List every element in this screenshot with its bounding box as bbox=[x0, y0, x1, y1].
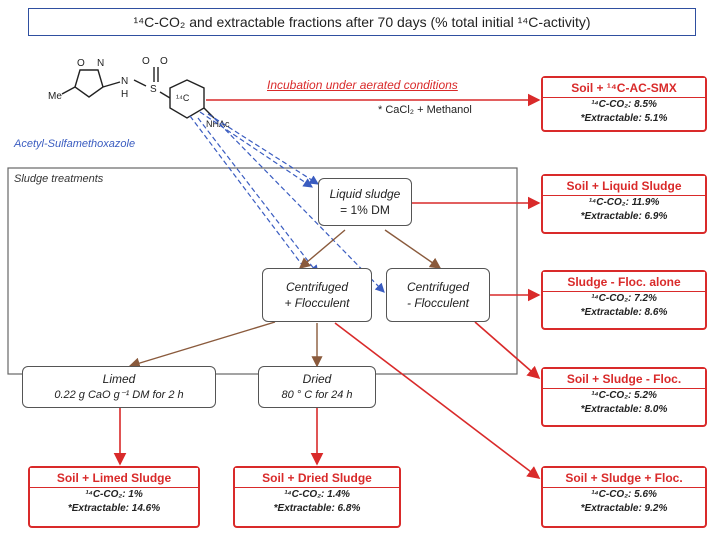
node-centrifuged-minus-flocculent: Centrifuged - Flocculent bbox=[386, 268, 490, 322]
result-header: Soil + Liquid Sludge bbox=[543, 176, 705, 196]
result-sludge-floc-alone: Sludge - Floc. alone ¹⁴C-CO₂: 7.2% *Extr… bbox=[541, 270, 707, 330]
result-header: Soil + Sludge + Floc. bbox=[543, 468, 705, 488]
atom-o1: O bbox=[142, 56, 150, 67]
node-cent-plus-line1: Centrifuged bbox=[285, 280, 349, 294]
incubation-note: * CaCl₂ + Methanol bbox=[378, 104, 472, 116]
result-header: Soil + ¹⁴C-AC-SMX bbox=[543, 78, 705, 98]
node-dried-line1: Dried bbox=[302, 372, 332, 386]
result-soil-sludge-plus-floc: Soil + Sludge + Floc. ¹⁴C-CO₂: 5.6% *Ext… bbox=[541, 466, 707, 528]
result-soil-sludge-minus-floc: Soil + Sludge - Floc. ¹⁴C-CO₂: 5.2% *Ext… bbox=[541, 367, 707, 427]
result-extractable: *Extractable: 6.8% bbox=[273, 503, 361, 514]
atom-nh-n: N bbox=[121, 76, 128, 87]
result-soil-limed-sludge: Soil + Limed Sludge ¹⁴C-CO₂: 1% *Extract… bbox=[28, 466, 200, 528]
result-co2: ¹⁴C-CO₂: 5.6% bbox=[591, 489, 657, 500]
result-header: Soil + Sludge - Floc. bbox=[543, 369, 705, 389]
sludge-treatments-label: Sludge treatments bbox=[14, 173, 104, 185]
atom-o: O bbox=[77, 58, 85, 69]
result-header: Soil + Dried Sludge bbox=[235, 468, 399, 488]
node-limed-line2: 0.22 g CaO g⁻¹ DM for 2 h bbox=[54, 389, 184, 401]
result-co2: ¹⁴C-CO₂: 5.2% bbox=[591, 390, 657, 401]
node-cent-minus-line2: - Flocculent bbox=[406, 296, 470, 310]
result-co2: ¹⁴C-CO₂: 11.9% bbox=[588, 197, 660, 208]
node-liquid-sludge-line2: = 1% DM bbox=[340, 203, 390, 217]
node-limed: Limed 0.22 g CaO g⁻¹ DM for 2 h bbox=[22, 366, 216, 408]
result-extractable: *Extractable: 8.6% bbox=[580, 307, 668, 318]
incubation-label: Incubation under aerated conditions bbox=[267, 78, 458, 92]
atom-nhac: NHAc bbox=[206, 119, 230, 129]
node-liquid-sludge-line1: Liquid sludge bbox=[329, 187, 401, 201]
red-result-arrows bbox=[113, 196, 541, 479]
atom-o2: O bbox=[160, 56, 168, 67]
figure-title: ¹⁴C-CO₂ and extractable fractions after … bbox=[28, 8, 696, 36]
result-soil-liquid-sludge: Soil + Liquid Sludge ¹⁴C-CO₂: 11.9% *Ext… bbox=[541, 174, 707, 234]
node-cent-plus-line2: + Flocculent bbox=[284, 296, 350, 310]
figure-title-text: ¹⁴C-CO₂ and extractable fractions after … bbox=[133, 14, 591, 30]
atom-nh-h: H bbox=[121, 89, 128, 100]
node-limed-line1: Limed bbox=[102, 372, 136, 386]
result-co2: ¹⁴C-CO₂: 7.2% bbox=[591, 293, 657, 304]
result-header: Sludge - Floc. alone bbox=[543, 272, 705, 292]
result-extractable: *Extractable: 5.1% bbox=[580, 113, 668, 124]
result-co2: ¹⁴C-CO₂: 8.5% bbox=[591, 99, 657, 110]
node-dried: Dried 80 ° C for 24 h bbox=[258, 366, 376, 408]
node-cent-minus-line1: Centrifuged bbox=[406, 280, 470, 294]
result-soil-dried-sludge: Soil + Dried Sludge ¹⁴C-CO₂: 1.4% *Extra… bbox=[233, 466, 401, 528]
node-centrifuged-plus-flocculent: Centrifuged + Flocculent bbox=[262, 268, 372, 322]
node-liquid-sludge: Liquid sludge = 1% DM bbox=[318, 178, 412, 226]
brown-flow-arrows bbox=[128, 229, 442, 369]
atom-s: S bbox=[150, 84, 157, 95]
atom-me: Me bbox=[48, 91, 62, 102]
blue-dashed-arrows bbox=[189, 111, 385, 293]
result-extractable: *Extractable: 9.2% bbox=[580, 503, 668, 514]
result-header: Soil + Limed Sludge bbox=[30, 468, 198, 488]
ring-14c-label: ¹⁴C bbox=[176, 93, 190, 103]
result-extractable: *Extractable: 6.9% bbox=[580, 211, 668, 222]
molecule-structure bbox=[61, 67, 215, 119]
compound-name: Acetyl-Sulfamethoxazole bbox=[14, 138, 136, 150]
result-extractable: *Extractable: 8.0% bbox=[580, 404, 668, 415]
result-co2: ¹⁴C-CO₂: 1.4% bbox=[284, 489, 350, 500]
result-co2: ¹⁴C-CO₂: 1% bbox=[85, 489, 143, 500]
node-dried-line2: 80 ° C for 24 h bbox=[281, 389, 353, 401]
result-extractable: *Extractable: 14.6% bbox=[67, 503, 161, 514]
atom-n: N bbox=[97, 58, 104, 69]
result-soil-ac-smx: Soil + ¹⁴C-AC-SMX ¹⁴C-CO₂: 8.5% *Extract… bbox=[541, 76, 707, 132]
